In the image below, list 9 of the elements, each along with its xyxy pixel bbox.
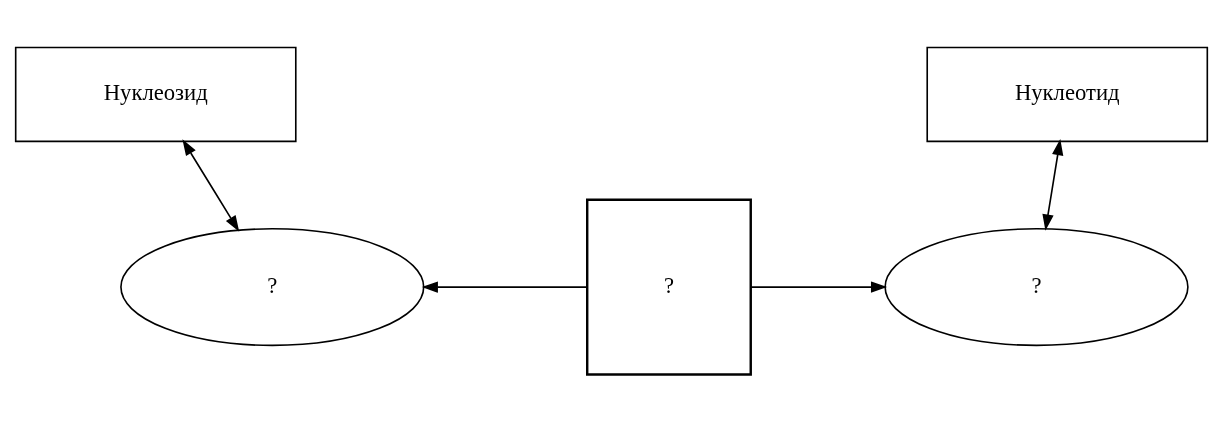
arrow: [1042, 138, 1064, 231]
node-box: ?: [586, 197, 752, 376]
node-ellipse: ?: [884, 227, 1189, 346]
arrow: [421, 280, 588, 293]
node-box: Нуклеозид: [14, 46, 297, 142]
arrow: [182, 138, 240, 232]
arrow: [750, 280, 888, 293]
node-ellipse: ?: [120, 227, 425, 346]
node-box: Нуклеотид: [926, 46, 1209, 142]
